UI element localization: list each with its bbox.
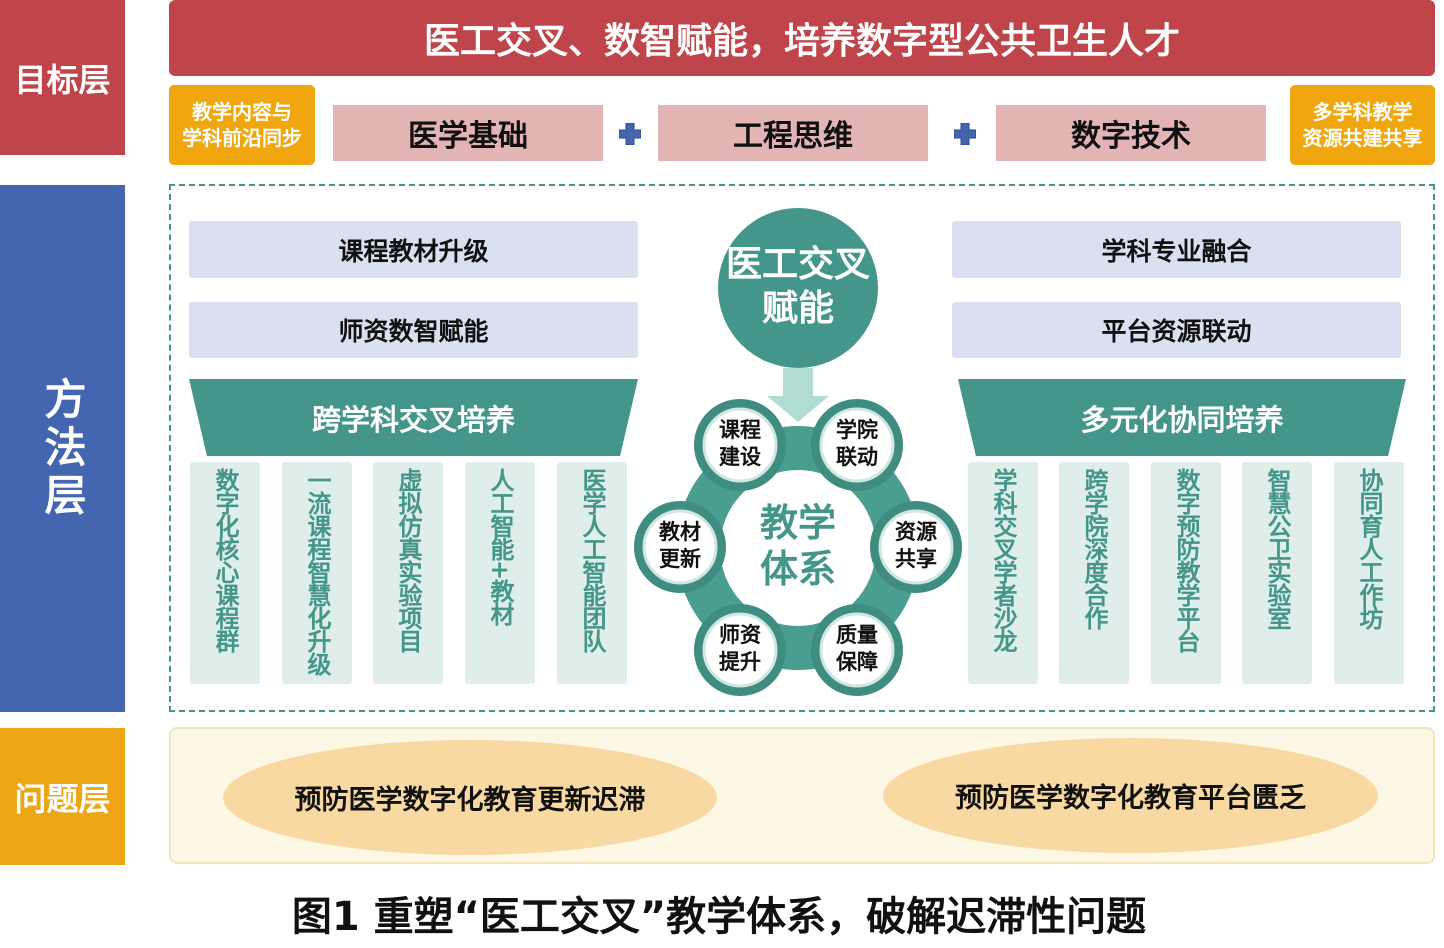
left-card: 一流课程智慧化升级 [282, 462, 352, 684]
problem-update-lag: 预防医学数字化教育更新迟滞 [223, 740, 717, 855]
wheel-node [819, 612, 895, 688]
pill-teacher: 师资数智赋能 [189, 302, 638, 358]
center-line1: 教学 [759, 501, 836, 545]
wheel-node-line: 学院 [836, 418, 878, 442]
right-card: 学科交叉学者沙龙 [968, 462, 1038, 684]
figure-caption: 图1 重塑“医工交叉”教学体系，破解迟滞性问题 [291, 894, 1147, 940]
right-note-line1: 多学科教学 [1312, 100, 1413, 124]
method-frame [169, 184, 1435, 712]
wheel-node-label: 质量保障 [821, 622, 893, 676]
pill-platform: 平台资源联动 [952, 302, 1401, 358]
pillar-digital: 数字技术 [996, 105, 1266, 161]
problem-layer-label: 问题层 [0, 728, 125, 865]
left-card: 数字化核心课程群 [190, 462, 260, 684]
wheel-node-line: 建设 [719, 445, 761, 469]
wheel-node-line: 保障 [836, 650, 878, 674]
hub-line1: 医工交叉 [725, 244, 870, 285]
right-note: 多学科教学资源共建共享 [1290, 85, 1435, 165]
hub-line2: 赋能 [761, 288, 834, 329]
wheel-node-label: 教材更新 [644, 519, 716, 573]
center-line2: 体系 [759, 547, 836, 591]
wheel-node-line: 质量 [836, 623, 878, 647]
wheel-node-line: 师资 [719, 623, 761, 647]
left-card: 医学人工智能团队 [557, 462, 627, 684]
pill-course: 课程教材升级 [189, 221, 638, 278]
wheel-node-line: 资源 [895, 520, 937, 544]
goal-layer-label: 目标层 [0, 0, 125, 155]
method-layer-label: 方法层 [0, 185, 125, 712]
left-banner: 跨学科交叉培养 [189, 379, 638, 456]
wheel-node-label: 师资提升 [704, 622, 776, 676]
wheel-node-label: 资源共享 [880, 519, 952, 573]
wheel-node [819, 407, 895, 483]
right-banner: 多元化协同培养 [958, 379, 1406, 456]
left-note-line2: 学科前沿同步 [182, 126, 302, 150]
left-card: 人工智能+教材 [465, 462, 535, 684]
plus-icon [619, 123, 641, 145]
wheel-node-line: 教材 [659, 520, 701, 544]
left-card: 虚拟仿真实验项目 [373, 462, 443, 684]
wheel-node [878, 509, 954, 585]
hub-label: 医工交叉赋能 [718, 243, 878, 331]
problem-platform-lack: 预防医学数字化教育平台匮乏 [883, 738, 1378, 853]
pillar-medicine: 医学基础 [333, 105, 603, 161]
right-card: 协同育人工作坊 [1334, 462, 1404, 684]
wheel-node-line: 更新 [659, 547, 701, 571]
plus-icon [954, 123, 976, 145]
pillar-engineering: 工程思维 [658, 105, 928, 161]
pill-discipline: 学科专业融合 [952, 221, 1401, 278]
wheel-node-label: 课程建设 [704, 417, 776, 471]
left-note: 教学内容与学科前沿同步 [169, 85, 315, 165]
right-note-line2: 资源共建共享 [1302, 126, 1423, 150]
center-label: 教学体系 [738, 500, 858, 592]
wheel-node [642, 509, 718, 585]
wheel-node-line: 提升 [719, 650, 761, 674]
down-arrow-icon [767, 368, 829, 422]
wheel-node-line: 联动 [836, 445, 878, 469]
wheel-node-label: 学院联动 [821, 417, 893, 471]
right-card: 数字预防教学平台 [1151, 462, 1221, 684]
hub-circle [718, 208, 878, 368]
wheel-node [702, 612, 778, 688]
wheel-node-line: 课程 [719, 418, 761, 442]
right-card: 跨学院深度合作 [1059, 462, 1129, 684]
wheel-node [702, 407, 778, 483]
left-note-line1: 教学内容与 [192, 100, 292, 124]
wheel-node-line: 共享 [895, 547, 937, 571]
right-card: 智慧公卫实验室 [1242, 462, 1312, 684]
goal-title: 医工交叉、数智赋能，培养数字型公共卫生人才 [169, 0, 1435, 76]
